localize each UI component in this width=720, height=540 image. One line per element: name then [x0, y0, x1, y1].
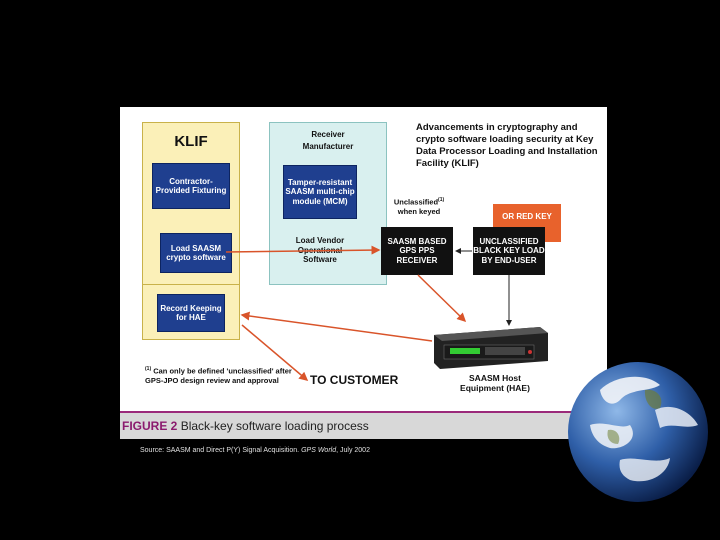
footnote-sup: (1) [145, 366, 152, 372]
to-customer-text: TO CUSTOMER [310, 373, 399, 387]
unclassified-keyed-line2: when keyed [397, 206, 441, 216]
source-citation: Source: SAASM and Direct P(Y) Signal Acq… [140, 447, 370, 454]
klif-panel: KLIF Contractor-Provided Fixturing Load … [142, 122, 240, 286]
footnote-body: Can only be defined 'unclassified' after… [145, 366, 292, 385]
source-italic: GPS World [301, 447, 337, 454]
unclassified-keyed-text: Unclassified(1) when keyed [388, 197, 450, 216]
record-keeping-box: Record Keeping for HAE [157, 294, 225, 332]
figure-panel: KLIF Contractor-Provided Fixturing Load … [120, 107, 607, 439]
klif-title: KLIF [174, 133, 208, 150]
host-equipment-label: SAASM Host Equipment (HAE) [460, 373, 530, 394]
unclassified-keyed-sup: (1) [438, 197, 445, 203]
figure-label: FIGURE 2 [122, 419, 178, 433]
contractor-fixturing-box: Contractor-Provided Fixturing [152, 163, 230, 209]
flow-arrows [225, 245, 512, 381]
figure-caption: FIGURE 2 Black-key software loading proc… [122, 419, 369, 433]
receiver-manufacturer-panel: Receiver Manufacturer Tamper-resistant S… [269, 122, 387, 285]
figure-caption-bar: FIGURE 2 Black-key software loading proc… [120, 411, 607, 439]
arrow-receiver-to-hae [417, 274, 467, 323]
advancements-text: Advancements in cryptography and crypto … [416, 122, 598, 169]
unclassified-keyed-line1: Unclassified [393, 197, 439, 207]
hae-equipment-image [434, 327, 548, 369]
figure-title: Black-key software loading process [180, 419, 369, 433]
load-saasm-box: Load SAASM crypto software [160, 233, 232, 273]
record-keeping-panel: Record Keeping for HAE [142, 284, 240, 340]
black-key-load-box: UNCLASSIFIED BLACK KEY LOAD BY END-USER [473, 227, 545, 275]
mcm-box: Tamper-resistant SAASM multi-chip module… [283, 165, 357, 219]
receiver-manufacturer-title: Receiver Manufacturer [302, 130, 354, 151]
arrow-hae-to-record [240, 311, 433, 342]
source-prefix: Source: SAASM and Direct P(Y) Signal Acq… [140, 447, 300, 454]
arrow-load-to-receiver [225, 245, 381, 255]
saasm-receiver-box: SAASM BASED GPS PPS RECEIVER [381, 227, 453, 275]
footnote-text: (1) Can only be defined 'unclassified' a… [145, 366, 295, 385]
source-suffix: , July 2002 [336, 447, 370, 454]
arrow-record-to-customer [241, 324, 309, 381]
earth-globe-image [560, 330, 720, 540]
